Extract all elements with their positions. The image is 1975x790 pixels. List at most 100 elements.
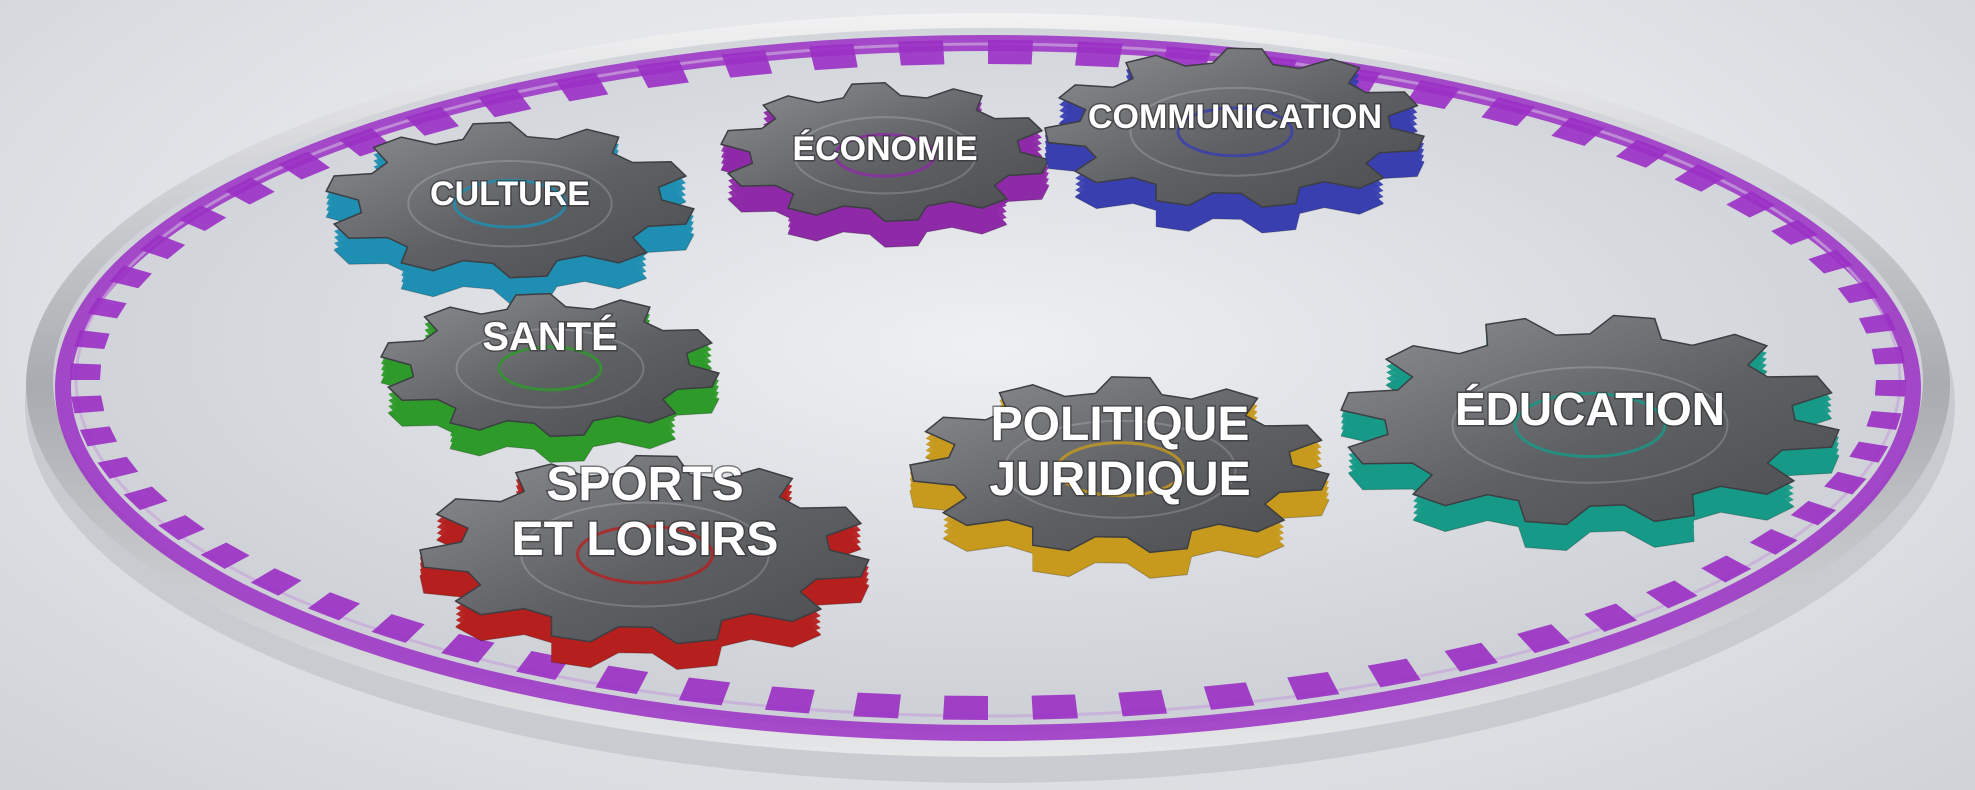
- ring-tooth: [1203, 682, 1255, 710]
- ring-tooth: [1615, 139, 1669, 168]
- gear-label-communication: COMMUNICATION: [1088, 98, 1382, 136]
- ring-tooth: [224, 177, 275, 205]
- ring-tooth: [1771, 219, 1818, 245]
- ring-tooth: [178, 205, 227, 232]
- ring-tooth: [1287, 671, 1340, 701]
- ring-tooth: [87, 297, 127, 319]
- gear-economie: ÉCONOMIE: [720, 81, 1050, 248]
- ring-tooth: [1726, 191, 1776, 218]
- gear-education: ÉDUCATION: [1340, 314, 1840, 552]
- ring-tooth: [1551, 117, 1605, 146]
- ring-tooth: [1584, 603, 1638, 632]
- gear-hub-ring: [1003, 419, 1237, 519]
- gear-axle: [1176, 106, 1294, 158]
- ring-tooth: [371, 614, 425, 643]
- gear-face: [1044, 47, 1426, 208]
- ring-tooth: [1674, 164, 1726, 192]
- gear-label-sports: SPORTS: [546, 458, 743, 511]
- gear-face: [909, 376, 1330, 554]
- ring-tooth: [1866, 410, 1902, 430]
- ring-tooth: [1118, 689, 1168, 717]
- gear-face: [720, 81, 1050, 223]
- ring-tooth: [1808, 249, 1853, 274]
- gears: CULTURE ÉCONOMIE COMMUNICATION SANTÉ POLITIQ…: [325, 47, 1840, 671]
- ring-tooth: [1871, 346, 1905, 365]
- ring-tooth: [942, 695, 988, 720]
- ring-tooth: [1874, 380, 1906, 397]
- gear-label-economie: ÉCONOMIE: [792, 130, 977, 168]
- gear-label-education: ÉDUCATION: [1455, 383, 1725, 435]
- ring-tooth: [70, 363, 102, 380]
- ring-tooth: [1749, 528, 1798, 555]
- gear-hub-ring: [1451, 366, 1729, 484]
- ring-tooth: [109, 265, 152, 289]
- ring-tooth: [139, 234, 186, 260]
- gear-label-culture: CULTURE: [430, 175, 590, 213]
- purple-ring-gear: [55, 35, 1921, 741]
- ring-tooth: [1481, 97, 1535, 127]
- ring-tooth: [123, 486, 168, 511]
- ring-tooth: [1406, 80, 1460, 109]
- ring-tooth: [636, 59, 689, 89]
- ring-tooth: [898, 40, 945, 66]
- ring-tooth: [1824, 471, 1867, 495]
- ring-tooth: [1701, 555, 1752, 583]
- ring-tooth: [307, 592, 361, 621]
- ring-tooth: [1849, 441, 1889, 463]
- ring-tooth: [1837, 281, 1879, 304]
- ring-tooth: [158, 515, 205, 541]
- ring-tooth: [1858, 313, 1897, 334]
- ring-tooth: [97, 456, 139, 479]
- ring-tooth: [79, 426, 118, 447]
- ring-tooth: [1790, 500, 1837, 526]
- ring-tooth: [1031, 694, 1078, 720]
- gear-label-politique: POLITIQUE: [991, 398, 1250, 451]
- ring-tooth: [405, 106, 460, 136]
- ring-tooth: [721, 50, 773, 78]
- gear-hub-ring: [455, 328, 645, 409]
- ring-tooth: [71, 395, 105, 414]
- gear-culture: CULTURE: [325, 121, 695, 305]
- ring-tooth: [808, 43, 858, 71]
- gear-face: [1340, 314, 1840, 526]
- gear-communication: COMMUNICATION: [1044, 47, 1426, 234]
- gear-axle: [834, 133, 936, 178]
- gear-axle: [497, 345, 603, 392]
- gear-face: [325, 121, 695, 279]
- ring-tooth: [477, 88, 532, 118]
- ring-tooth: [1367, 658, 1421, 688]
- ring-tooth: [678, 677, 731, 706]
- ring-tooth: [1075, 41, 1123, 68]
- gear-sante: SANTÉ: [380, 292, 720, 463]
- gear-axle: [576, 524, 714, 585]
- gear-axle: [1513, 392, 1667, 458]
- gear-label-sante: SANTÉ: [482, 314, 618, 359]
- ring-tooth: [764, 686, 815, 714]
- gear-axle: [1055, 441, 1185, 498]
- gear-hub-ring: [407, 159, 613, 248]
- gear-face: [380, 292, 720, 438]
- gear-hub-ring: [1129, 86, 1341, 177]
- gear-hub-ring: [793, 116, 977, 195]
- ring-tooth: [988, 40, 1034, 65]
- ring-tooth: [250, 568, 302, 596]
- ring-tooth: [200, 542, 250, 569]
- ring-tooth: [1516, 624, 1571, 654]
- gear-label-sports: ET LOISIRS: [512, 513, 779, 566]
- ring-tooth: [74, 330, 110, 350]
- ring-tooth: [595, 665, 649, 695]
- ring-tooth: [278, 151, 331, 180]
- ring-tooth: [555, 72, 609, 102]
- ring-tooth: [1645, 580, 1698, 609]
- gear-face: [419, 454, 870, 645]
- gear-hub-ring: [520, 501, 770, 608]
- ring-tooth: [441, 633, 495, 663]
- gear-label-politique: JURIDIQUE: [989, 453, 1250, 506]
- ring-tooth: [1444, 642, 1499, 672]
- ring-tooth: [853, 692, 901, 719]
- gear-axle: [453, 178, 567, 229]
